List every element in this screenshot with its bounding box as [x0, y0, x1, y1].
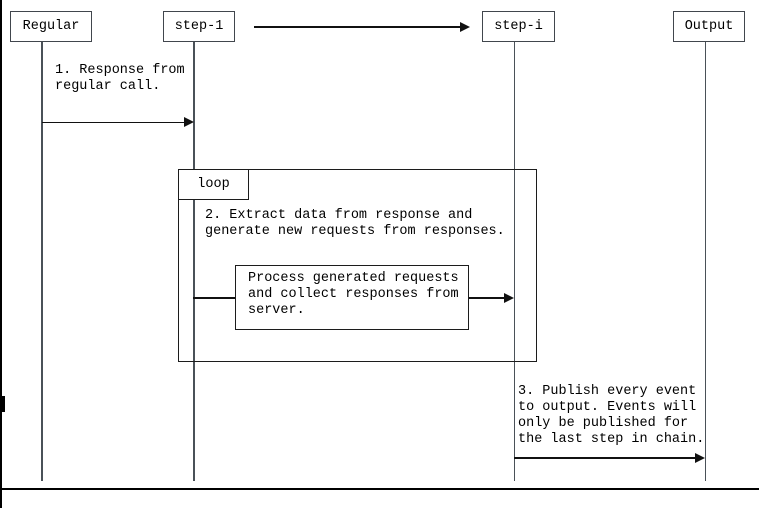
- actor-label: Regular: [22, 18, 80, 34]
- message-line: generate new requests from responses.: [205, 224, 505, 239]
- actor-box-step-1: step-1: [163, 11, 235, 42]
- lifeline-step-1: [193, 42, 195, 481]
- process-box-line: and collect responses from: [248, 287, 459, 302]
- arrow-message-3: [514, 457, 695, 459]
- arrow-message-1: [42, 121, 184, 123]
- arrowhead-icon: [504, 292, 514, 303]
- lifeline-regular: [41, 42, 43, 481]
- actor-box-step-i: step-i: [482, 11, 555, 42]
- actor-label: step-1: [174, 18, 224, 34]
- message-line: regular call.: [55, 79, 161, 94]
- loop-label-text: loop: [197, 176, 230, 192]
- actor-box-output: Output: [673, 11, 745, 42]
- left-edge-mark: [0, 396, 5, 412]
- message-2-label: 2. Extract data from response and genera…: [205, 208, 505, 240]
- arrowhead-icon: [695, 452, 705, 463]
- lifeline-output: [704, 42, 706, 481]
- page-left-border: [0, 0, 2, 508]
- actor-label: Output: [684, 18, 734, 34]
- message-line: only be published for: [518, 416, 689, 431]
- process-box: Process generated requests and collect r…: [235, 265, 469, 330]
- lifeline-step-i: [513, 42, 515, 481]
- process-box-line: server.: [248, 303, 305, 318]
- arrow-process-to-stepi: [469, 297, 504, 299]
- loop-operator-label: loop: [178, 169, 249, 200]
- page-bottom-border: [0, 488, 759, 490]
- actor-label: step-i: [494, 18, 543, 34]
- process-box-line: Process generated requests: [248, 271, 459, 286]
- message-3-label: 3. Publish every event to output. Events…: [518, 384, 704, 448]
- arrow-step1-to-stepi: [254, 26, 460, 28]
- actor-box-regular: Regular: [10, 11, 92, 42]
- message-1-label: 1. Response from regular call.: [55, 63, 185, 95]
- loop-frame: [178, 169, 537, 362]
- arrowhead-icon: [184, 117, 194, 128]
- message-line: 1. Response from: [55, 63, 185, 78]
- arrowhead-icon: [460, 21, 470, 32]
- message-line: 2. Extract data from response and: [205, 208, 473, 223]
- message-line: the last step in chain.: [518, 432, 705, 447]
- message-line: 3. Publish every event: [518, 384, 697, 399]
- connector-step1-to-process-box: [193, 297, 235, 299]
- message-line: to output. Events will: [518, 400, 697, 415]
